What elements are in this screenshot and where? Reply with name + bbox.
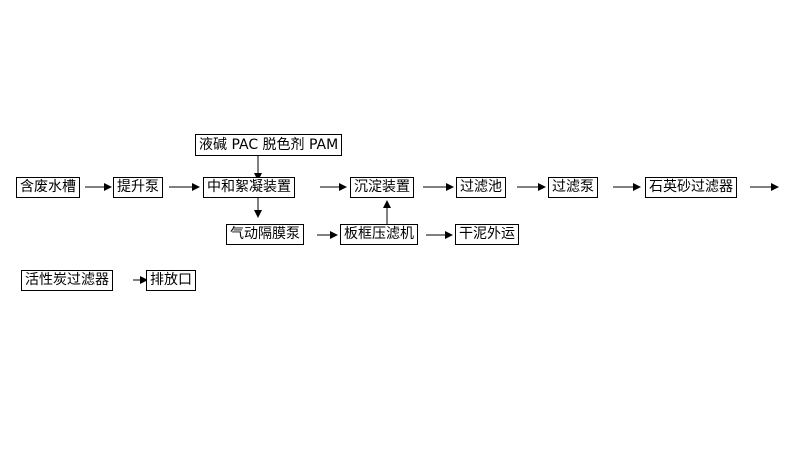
node-filter-pump: 过滤泵 bbox=[548, 177, 598, 198]
node-diaphragm-pump: 气动隔膜泵 bbox=[226, 224, 304, 245]
node-filter-tank: 过滤池 bbox=[456, 177, 506, 198]
node-carbon-filter: 活性炭过滤器 bbox=[21, 270, 113, 291]
node-outlet: 排放口 bbox=[146, 270, 196, 291]
node-lift-pump: 提升泵 bbox=[113, 177, 163, 198]
node-chemicals: 液碱 PAC 脱色剂 PAM bbox=[195, 134, 343, 156]
node-filter-press: 板框压滤机 bbox=[340, 224, 418, 245]
node-wastewater: 含废水槽 bbox=[16, 177, 80, 198]
node-neutralization: 中和絮凝装置 bbox=[203, 177, 295, 198]
node-sludge-out: 干泥外运 bbox=[455, 224, 519, 245]
node-sand-filter: 石英砂过滤器 bbox=[645, 177, 737, 198]
node-sedimentation: 沉淀装置 bbox=[350, 177, 414, 198]
